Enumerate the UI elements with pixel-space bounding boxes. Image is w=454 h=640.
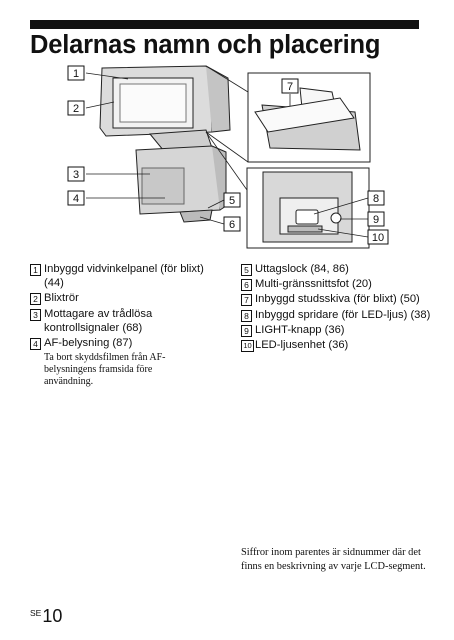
- part-item-10: 10 LED-ljusenhet (36): [241, 338, 431, 353]
- page-number-value: 10: [42, 606, 63, 626]
- part-number-2: 2: [30, 293, 41, 306]
- parts-list-left: 1 Inbyggd vidvinkelpanel (för blixt) (44…: [30, 262, 215, 388]
- leader-lines: [85, 65, 369, 238]
- label-2: 2: [67, 100, 85, 116]
- label-9: 9: [367, 211, 385, 227]
- bounce-card-inset: [247, 72, 371, 163]
- part-number-7: 7: [241, 294, 252, 307]
- page-title: Delarnas namn och placering: [30, 31, 381, 59]
- page-prefix: SE: [30, 608, 42, 618]
- led-unit-inset: [246, 167, 370, 249]
- part-number-6: 6: [241, 279, 252, 292]
- part-number-4: 4: [30, 338, 41, 351]
- svg-text:2: 2: [73, 103, 79, 115]
- label-4: 4: [67, 190, 85, 206]
- label-7: 7: [281, 78, 299, 94]
- part-text-6: Multi-gränssnittsfot (20): [255, 278, 372, 291]
- part-text-2: Blixtrör: [44, 292, 79, 305]
- svg-text:3: 3: [73, 169, 79, 181]
- part-number-1: 1: [30, 264, 41, 276]
- part-item-4: 4 AF-belysning (87): [30, 336, 215, 351]
- flash-diagram: 1 2 3 4 5 6 7 8 9 10: [60, 60, 420, 255]
- svg-text:7: 7: [287, 81, 293, 93]
- part-item-9: 9 LIGHT-knapp (36): [241, 323, 431, 337]
- part-text-4: AF-belysning (87): [44, 337, 133, 350]
- svg-text:9: 9: [373, 214, 379, 226]
- part-text-7: Inbyggd studsskiva (för blixt) (50): [255, 293, 420, 306]
- part-item-2: 2 Blixtrör: [30, 291, 215, 306]
- label-5: 5: [223, 192, 241, 208]
- page-number: SE10: [30, 606, 62, 627]
- footnote: Siffror inom parentes är sidnummer där d…: [241, 547, 426, 572]
- part-number-10: 10: [241, 340, 254, 353]
- flash-illustration: 1 2 3 4 5 6 7 8 9 10: [67, 65, 389, 249]
- svg-text:8: 8: [373, 193, 379, 205]
- part-text-10: LED-ljusenhet (36): [255, 339, 349, 352]
- part-text-3: Mottagare av trådlösa kontrollsignaler (…: [44, 307, 153, 334]
- svg-text:5: 5: [229, 195, 235, 207]
- label-8: 8: [367, 190, 385, 206]
- svg-text:10: 10: [372, 232, 384, 244]
- label-1: 1: [67, 65, 85, 81]
- part-number-9: 9: [241, 324, 252, 337]
- part-number-3: 3: [30, 308, 41, 321]
- label-3: 3: [67, 166, 85, 182]
- label-10: 10: [367, 229, 389, 245]
- part-text-1: Inbyggd vidvinkelpanel (för blixt) (44): [44, 263, 204, 290]
- part-text-9: LIGHT-knapp (36): [255, 323, 345, 336]
- svg-text:4: 4: [73, 193, 79, 205]
- part-item-3: 3 Mottagare av trådlösa kontrollsignaler…: [30, 307, 215, 335]
- part-item-5: 5 Uttagslock (84, 86): [241, 262, 431, 276]
- svg-text:6: 6: [229, 219, 235, 231]
- part-text-5: Uttagslock (84, 86): [255, 263, 349, 275]
- part-item-8: 8 Inbyggd spridare (för LED-ljus) (38): [241, 308, 431, 322]
- part-item-1: 1 Inbyggd vidvinkelpanel (för blixt) (44…: [30, 262, 215, 290]
- part-item-7: 7 Inbyggd studsskiva (för blixt) (50): [241, 292, 431, 307]
- part-text-8: Inbyggd spridare (för LED-ljus) (38): [255, 308, 431, 321]
- flash-body: [99, 65, 231, 223]
- svg-text:1: 1: [73, 68, 79, 80]
- part-number-5: 5: [241, 264, 252, 276]
- header-rule: [30, 20, 419, 29]
- part-item-6: 6 Multi-gränssnittsfot (20): [241, 277, 431, 292]
- part-number-8: 8: [241, 309, 252, 322]
- af-note: Ta bort skyddsfilmen från AF-belysningen…: [44, 352, 166, 388]
- label-6: 6: [223, 216, 241, 232]
- parts-list-right: 5 Uttagslock (84, 86) 6 Multi-gränssnitt…: [241, 262, 431, 353]
